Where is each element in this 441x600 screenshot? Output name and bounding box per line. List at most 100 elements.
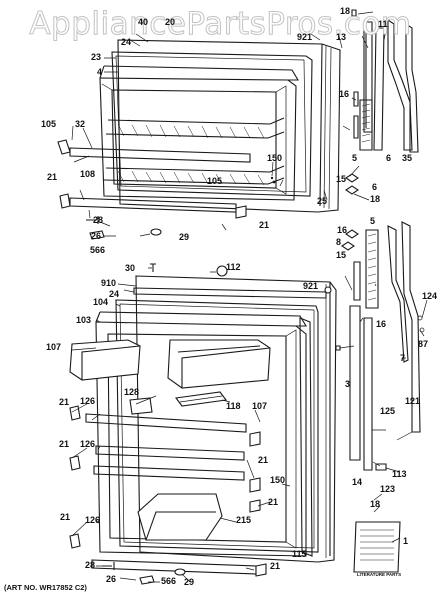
label-3: 3 (345, 379, 351, 389)
label-16-right: 16 (337, 225, 348, 235)
freezer-door-outer-panel (117, 39, 341, 213)
label-112: 112 (226, 262, 241, 272)
label-105-mid: 105 (207, 176, 223, 186)
label-21-right-mid: 21 (258, 455, 269, 465)
label-105-left: 105 (41, 119, 57, 129)
label-18-bottom: 18 (370, 499, 381, 509)
door-stop-icon (150, 228, 162, 236)
label-215: 215 (236, 515, 252, 525)
label-5-top: 5 (352, 153, 358, 163)
label-87: 87 (418, 339, 429, 349)
label-16-top: 16 (339, 89, 350, 99)
label-26-bottom: 26 (106, 574, 117, 584)
label-118: 118 (226, 401, 241, 411)
label-566-top: 566 (90, 245, 106, 255)
label-124: 124 (422, 291, 438, 301)
door-rail-4 (91, 559, 257, 575)
label-32: 32 (75, 119, 86, 129)
lower-grille (365, 229, 379, 309)
door-rail-1 (85, 413, 247, 433)
label-15-right: 15 (336, 250, 347, 260)
freezer-door-liner (99, 77, 297, 201)
label-123: 123 (380, 484, 396, 494)
butter-bin-left (69, 339, 141, 381)
label-28-bottom: 28 (85, 560, 96, 570)
label-103: 103 (76, 315, 92, 325)
lower-handle-bar (363, 317, 373, 471)
label-108: 108 (80, 169, 96, 179)
label-121: 121 (405, 396, 421, 406)
label-21-mid1: 21 (59, 397, 70, 407)
label-16-lower: 16 (376, 319, 387, 329)
fresh-food-door-gasket (115, 299, 319, 553)
label-29-top: 29 (179, 232, 190, 242)
literature-parts-book-icon (353, 521, 401, 573)
label-1: 1 (403, 536, 409, 546)
butter-bin-right (167, 339, 271, 389)
door-rail-2 (95, 445, 245, 461)
label-29-bottom: 29 (184, 577, 195, 587)
door-rail-3 (93, 465, 245, 481)
lower-hinge-parts (335, 221, 425, 573)
label-26-top: 26 (91, 231, 102, 241)
label-6-a: 6 (386, 153, 392, 163)
label-15-top: 15 (336, 174, 347, 184)
door-plug-icon (216, 265, 228, 277)
label-113: 113 (392, 469, 407, 479)
label-6-b: 6 (372, 182, 378, 192)
upper-handle-bar (373, 27, 385, 151)
label-8: 8 (336, 237, 342, 247)
label-24-top: 24 (121, 37, 132, 47)
label-126-b: 126 (80, 439, 96, 449)
label-20: 20 (165, 17, 176, 27)
lower-handle-curved (387, 225, 409, 363)
label-35: 35 (402, 153, 413, 163)
label-4: 4 (97, 67, 103, 77)
label-30: 30 (125, 263, 136, 273)
fresh-food-door-liner (95, 321, 307, 557)
label-150-top: 150 (267, 153, 283, 163)
label-104: 104 (93, 297, 109, 307)
label-921-top: 921 (297, 32, 313, 42)
shelf-clip-right-icon (235, 205, 247, 219)
label-25: 25 (317, 196, 328, 206)
label-21-right-low: 21 (268, 497, 279, 507)
label-21-top: 21 (47, 172, 58, 182)
label-115: 115 (292, 549, 307, 559)
label-21-low: 21 (60, 512, 71, 522)
label-14: 14 (352, 477, 363, 487)
label-125: 125 (380, 406, 396, 416)
label-566-bottom: 566 (161, 576, 177, 586)
lower-handle-strip (349, 305, 361, 461)
fresh-food-door-assembly (69, 263, 337, 585)
leader-lines (71, 11, 428, 583)
label-40: 40 (138, 17, 149, 27)
label-18-mid: 18 (370, 194, 381, 204)
label-21-mid2: 21 (59, 439, 70, 449)
label-21-topright: 21 (259, 220, 270, 230)
bottom-bin (137, 493, 223, 541)
label-5-right: 5 (370, 216, 376, 226)
freezer-door-assembly (57, 39, 341, 240)
label-11: 11 (378, 19, 388, 29)
label-13: 13 (336, 32, 347, 42)
label-23: 23 (91, 52, 102, 62)
freezer-shelf-rail (69, 147, 251, 163)
art-number: (ART NO. WR17852 C2) (4, 583, 87, 592)
label-910: 910 (101, 278, 117, 288)
freezer-door-gasket (111, 51, 313, 197)
upper-grille (359, 99, 373, 151)
label-7: 7 (400, 353, 406, 363)
label-126-c: 126 (85, 515, 101, 525)
upper-handle-curved (387, 18, 413, 151)
literature-parts-caption: LITERATURE PARTS (356, 572, 402, 577)
label-150-bottom: 150 (270, 475, 286, 485)
label-128: 128 (124, 387, 140, 397)
upper-handle-strip (363, 21, 373, 133)
upper-hinge-parts (345, 9, 419, 195)
label-21-bottomright: 21 (270, 561, 281, 571)
shelf-clip-left-icon (57, 139, 71, 155)
label-126-a: 126 (80, 396, 96, 406)
label-921-bottom: 921 (303, 281, 319, 291)
